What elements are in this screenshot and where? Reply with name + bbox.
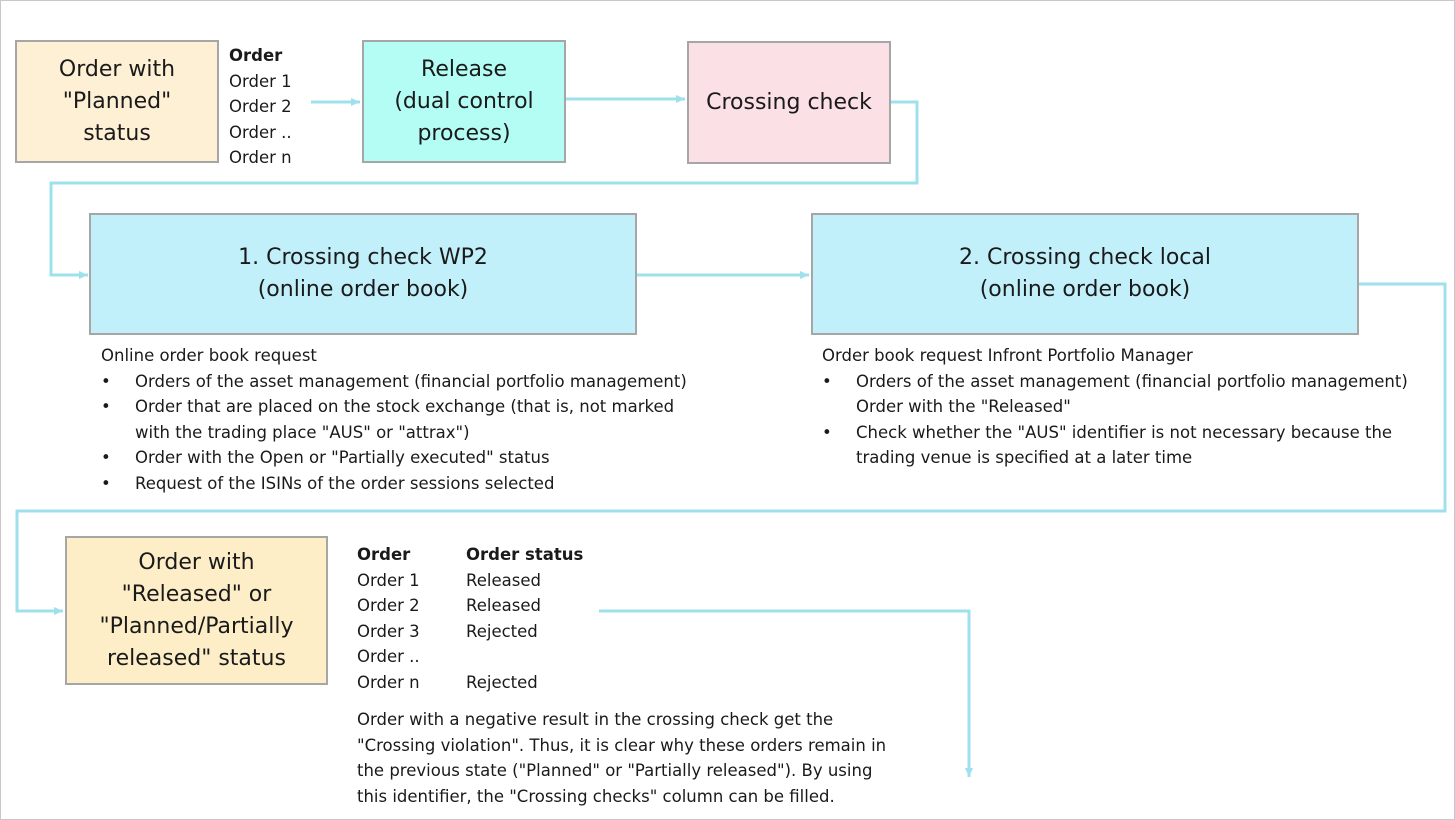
status-cell: Rejected [466,621,538,641]
release-label: Release (dual control process) [394,56,534,146]
wp2-notes-bullets: Orders of the asset management (financia… [101,369,687,497]
wp2-bullet: Request of the ISINs of the order sessio… [101,471,687,497]
local-bullet: Orders of the asset management (financia… [822,369,1408,420]
order-cell: Order 1 [357,570,420,590]
column-header-order-status: Order status [466,545,584,565]
table-row: Order 3 Rejected [357,619,583,645]
table-row: Order n Rejected [357,670,583,696]
local-notes: Order book request Infront Portfolio Man… [822,343,1408,471]
table-row: Order 1 Released [357,568,583,594]
crossing-check-local-label: 2. Crossing check local (online order bo… [959,245,1211,302]
table-header-row: Order Order status [357,542,583,568]
column-header-order: Order [357,545,411,565]
status-cell: Released [466,596,541,616]
order-list-item: Order .. [229,122,292,142]
order-list-item: Order n [229,148,292,167]
wp2-bullet: Order with the Open or "Partially execut… [101,445,687,471]
order-cell: Order n [357,672,420,692]
local-bullet: Check whether the "AUS" identifier is no… [822,420,1408,471]
status-cell [466,644,583,670]
order-cell: Order 3 [357,621,420,641]
crossing-check-wp2-label: 1. Crossing check WP2 (online order book… [238,245,488,302]
status-cell: Rejected [466,672,538,692]
local-notes-bullets: Orders of the asset management (financia… [822,369,1408,471]
wp2-notes-title: Online order book request [101,346,317,365]
status-cell: Released [466,570,541,590]
planned-status-label: Order with "Planned" status [58,56,176,146]
released-status-label: Order with "Released" or "Planned/Partia… [99,549,294,671]
local-notes-title: Order book request Infront Portfolio Man… [822,346,1193,365]
release-box: Release (dual control process) [362,40,566,163]
order-list-header: Order [229,46,283,65]
order-list: Order Order 1 Order 2 Order .. Order n [229,43,292,171]
order-status-table: Order Order status Order 1 Released Orde… [357,542,583,695]
order-list-item: Order 1 [229,71,292,91]
order-cell: Order 2 [357,596,420,616]
crossing-check-local-box: 2. Crossing check local (online order bo… [811,213,1359,335]
crossing-check-box: Crossing check [687,41,891,164]
released-status-box: Order with "Released" or "Planned/Partia… [65,536,328,685]
wp2-notes: Online order book request Orders of the … [101,343,687,496]
crossing-check-wp2-box: 1. Crossing check WP2 (online order book… [89,213,637,335]
wp2-bullet: Orders of the asset management (financia… [101,369,687,395]
planned-status-box: Order with "Planned" status [15,40,219,163]
order-cell: Order .. [357,647,420,667]
wp2-bullet: Order that are placed on the stock excha… [101,394,687,445]
order-list-item: Order 2 [229,97,292,116]
table-row: Order 2 Released [357,593,583,619]
crossing-violation-note: Order with a negative result in the cros… [357,710,887,806]
table-row: Order .. [357,644,583,670]
crossing-check-label: Crossing check [706,89,872,115]
